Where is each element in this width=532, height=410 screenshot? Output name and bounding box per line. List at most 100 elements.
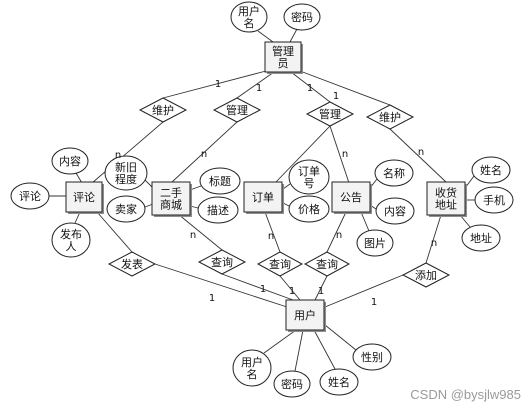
relationship-diamond — [303, 251, 351, 277]
attribute-label: 发布人 — [60, 227, 82, 253]
attribute-ellipse — [10, 182, 50, 210]
attribute-ellipse — [199, 167, 241, 195]
cardinality-label: n — [268, 231, 274, 242]
attribute-ellipse — [288, 159, 330, 195]
attribute-label: 密码 — [291, 10, 313, 24]
attribute-shop-condition: 新旧程度 — [104, 155, 148, 191]
attribute-label-line: 手机 — [483, 193, 505, 207]
entity-label-line: 管理 — [272, 44, 294, 58]
relationship-user-query-order: 查询 — [256, 251, 304, 277]
cardinality-label: 1 — [260, 284, 266, 295]
attribute-label: 图片 — [364, 237, 386, 250]
connector-line — [290, 71, 331, 103]
attribute-ellipse — [106, 195, 146, 223]
relationship-admin-manage-shop: 管理 — [212, 97, 262, 123]
entity-comment: 评论 — [65, 181, 104, 214]
connector-line — [279, 275, 301, 301]
relationship-user-publish-comment: 发表 — [107, 251, 157, 277]
relationship-diamond — [401, 262, 451, 288]
attribute-label-line: 用户 — [238, 4, 260, 18]
attribute-label-line: 用户 — [241, 355, 263, 369]
entity-label-line: 订单 — [252, 191, 274, 204]
relationship-label: 添加 — [415, 268, 437, 282]
attribute-label-line: 性别 — [361, 350, 383, 364]
attribute-shop-description: 描述 — [197, 196, 239, 224]
connector-line — [171, 121, 238, 183]
relationship-diamond — [197, 249, 247, 275]
connector-line — [154, 263, 288, 308]
attribute-label-line: 号 — [304, 177, 315, 190]
connector-layer — [49, 28, 475, 372]
attribute-ellipse — [51, 147, 89, 175]
attribute-label: 手机 — [483, 193, 505, 207]
entity-label: 二手商城 — [160, 186, 182, 212]
attribute-ellipse — [375, 197, 415, 225]
attribute-ellipse — [283, 3, 321, 31]
relationship-user-query-notice: 查询 — [303, 251, 351, 277]
relationship-label: 管理 — [319, 107, 341, 121]
entity-label: 用户 — [294, 308, 316, 322]
attribute-ellipse — [474, 186, 514, 214]
attribute-address-name: 姓名 — [471, 156, 511, 184]
attribute-user-name: 姓名 — [319, 368, 359, 396]
attribute-label: 标题 — [209, 174, 231, 188]
attribute-label-line: 订单 — [298, 165, 320, 178]
attribute-label: 名称 — [383, 166, 405, 180]
cardinality-label: n — [418, 147, 424, 158]
connector-line — [360, 211, 370, 232]
cardinality-label: 1 — [307, 83, 313, 94]
attribute-ellipse — [288, 195, 330, 223]
attribute-label-line: 图片 — [364, 237, 386, 250]
entity-label: 订单 — [252, 191, 274, 204]
attribute-label-line: 地址 — [470, 231, 492, 245]
attribute-label: 用户名 — [238, 4, 260, 30]
entity-label-line: 二手 — [160, 186, 182, 200]
attribute-ellipse — [352, 343, 392, 371]
connector-line — [91, 121, 164, 184]
attribute-user-username: 用户名 — [232, 349, 272, 387]
relationship-diamond — [305, 101, 355, 127]
attribute-notice-content: 内容 — [375, 197, 415, 225]
cardinality-label: 1 — [256, 83, 262, 94]
cardinality-label: n — [336, 230, 342, 241]
connector-line — [177, 213, 223, 251]
connector-line — [274, 125, 331, 184]
shape-layer: 管理员评论二手商城订单公告收货地址用户用户名密码内容评论发布人新旧程度卖家标题描… — [10, 1, 514, 398]
attribute-order-price: 价格 — [288, 195, 330, 223]
entity-box — [331, 181, 371, 213]
attribute-label: 地址 — [470, 231, 492, 245]
attribute-label: 卖家 — [115, 202, 137, 216]
attribute-ellipse — [273, 370, 311, 398]
relationship-label: 维护 — [379, 110, 401, 124]
connector-line — [425, 214, 442, 264]
attribute-label-line: 卖家 — [115, 202, 137, 216]
attribute-label: 姓名 — [480, 163, 502, 177]
attribute-label: 密码 — [281, 377, 303, 391]
entity-label: 管理员 — [272, 44, 294, 70]
connector-line — [314, 275, 328, 301]
attribute-user-password: 密码 — [273, 370, 311, 398]
attribute-label: 描述 — [207, 203, 229, 217]
attribute-label-line: 发布 — [60, 227, 82, 241]
attribute-admin-password: 密码 — [283, 3, 321, 31]
relationship-label: 查询 — [211, 255, 233, 269]
relationship-user-query-shop: 查询 — [197, 249, 247, 275]
connector-line — [324, 324, 357, 351]
relationship-label: 管理 — [226, 103, 248, 117]
attribute-ellipse — [230, 1, 268, 33]
connector-line — [162, 70, 267, 99]
attribute-label: 用户名 — [241, 355, 263, 381]
attribute-label: 订单号 — [298, 165, 320, 190]
entity-box — [426, 181, 466, 216]
attribute-ellipse — [471, 156, 511, 184]
attribute-ellipse — [51, 222, 91, 258]
attribute-label: 内容 — [59, 154, 81, 168]
connector-line — [329, 125, 350, 184]
attribute-address-phone: 手机 — [474, 186, 514, 214]
connector-line — [96, 211, 133, 253]
entity-box — [264, 41, 302, 73]
attribute-comment-publisher: 发布人 — [51, 222, 91, 258]
cardinality-label: 1 — [209, 293, 215, 304]
relationship-admin-manage-notice: 管理 — [305, 101, 355, 127]
